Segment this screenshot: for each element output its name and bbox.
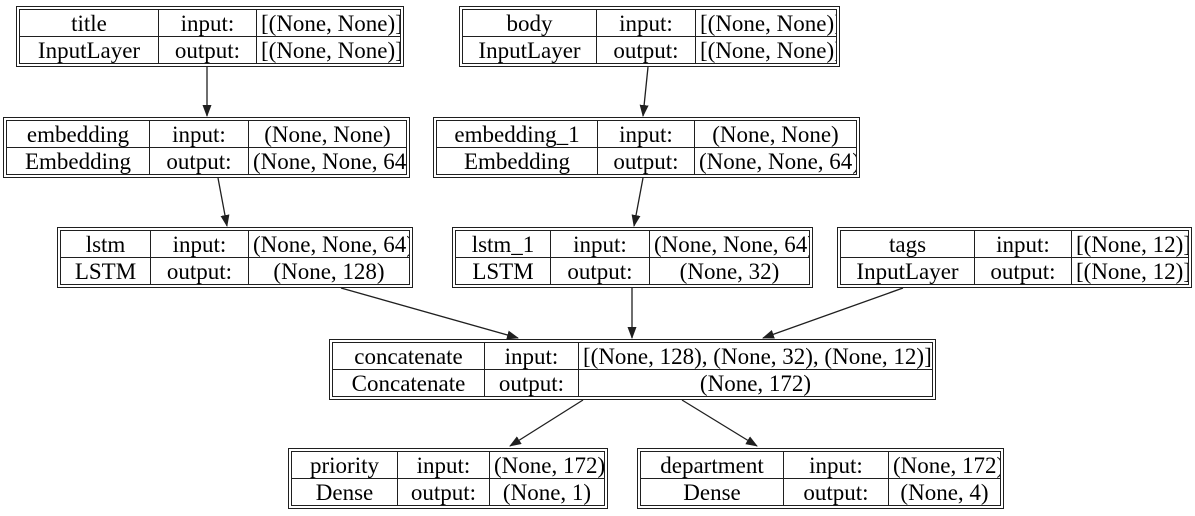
layer-record: tags input: [(None, 12)] InputLayer outp… [840,230,1189,285]
node-embedding_1: embedding_1 input: (None, None) Embeddin… [433,117,860,178]
layer-name: title [19,9,159,37]
output-shape: [(None, None)] [695,36,837,64]
layer-type: Embedding [436,147,598,175]
output-label: output: [783,478,889,506]
layer-record: lstm input: (None, None, 64) LSTM output… [60,230,410,285]
node-body: body input: [(None, None)] InputLayer ou… [459,6,840,67]
input-shape: (None, 172) [489,451,605,479]
layer-record: priority input: (None, 172) Dense output… [291,451,605,506]
edge-embedding_1-to-lstm_1 [631,177,644,227]
output-label: output: [974,257,1072,285]
layer-type: InputLayer [462,36,597,64]
input-shape: [(None, None)] [256,9,401,37]
output-shape: (None, None, 64) [248,147,407,175]
output-shape: (None, 1) [489,478,605,506]
input-shape: [(None, 12)] [1071,230,1189,258]
layer-type: Dense [640,478,784,506]
input-shape: (None, None) [248,120,407,148]
input-label: input: [596,9,696,37]
output-shape: [(None, 12)] [1071,257,1189,285]
input-label: input: [149,120,249,148]
node-tags: tags input: [(None, 12)] InputLayer outp… [837,227,1192,288]
input-label: input: [150,230,249,258]
layer-type: Concatenate [332,369,485,397]
output-label: output: [150,257,249,285]
edge-concatenate-to-priority [509,399,584,447]
layer-name: embedding [6,120,150,148]
node-lstm: lstm input: (None, None, 64) LSTM output… [57,227,413,288]
edge-concatenate-to-department [681,399,758,447]
input-label: input: [484,342,579,370]
edge-lstm-to-concatenate [340,287,519,340]
layer-type: LSTM [455,257,551,285]
layer-record: title input: [(None, None)] InputLayer o… [19,9,401,64]
layer-name: concatenate [332,342,485,370]
node-title: title input: [(None, None)] InputLayer o… [16,6,404,67]
node-department: department input: (None, 172) Dense outp… [637,448,1004,509]
layer-record: concatenate input: [(None, 128), (None, … [332,342,933,397]
node-lstm_1: lstm_1 input: (None, None, 64) LSTM outp… [452,227,813,288]
input-shape: (None, None) [694,120,857,148]
output-label: output: [550,257,650,285]
input-label: input: [597,120,695,148]
layer-name: embedding_1 [436,120,598,148]
input-shape: (None, None, 64) [248,230,410,258]
input-shape: [(None, None)] [695,9,837,37]
output-label: output: [597,147,695,175]
layer-type: Embedding [6,147,150,175]
input-shape: (None, 172) [888,451,1001,479]
output-shape: (None, 172) [578,369,933,397]
output-shape: [(None, None)] [256,36,401,64]
layer-name: tags [840,230,975,258]
layer-type: LSTM [60,257,151,285]
output-shape: (None, None, 64) [694,147,857,175]
layer-record: lstm_1 input: (None, None, 64) LSTM outp… [455,230,810,285]
layer-record: embedding input: (None, None) Embedding … [6,120,407,175]
output-shape: (None, 4) [888,478,1001,506]
layer-type: InputLayer [19,36,159,64]
output-label: output: [149,147,249,175]
input-shape: [(None, 128), (None, 32), (None, 12)] [578,342,933,370]
layer-type: InputLayer [840,257,975,285]
node-embedding: embedding input: (None, None) Embedding … [3,117,410,178]
node-priority: priority input: (None, 172) Dense output… [288,448,608,509]
output-label: output: [158,36,257,64]
layer-type: Dense [291,478,398,506]
input-label: input: [974,230,1072,258]
node-concatenate: concatenate input: [(None, 128), (None, … [329,339,936,400]
output-label: output: [484,369,579,397]
layer-record: embedding_1 input: (None, None) Embeddin… [436,120,857,175]
input-label: input: [550,230,650,258]
input-shape: (None, None, 64) [649,230,810,258]
edge-body-to-embedding_1 [639,66,649,117]
output-label: output: [397,478,490,506]
layer-record: body input: [(None, None)] InputLayer ou… [462,9,837,64]
layer-name: body [462,9,597,37]
layer-name: lstm [60,230,151,258]
input-label: input: [783,451,889,479]
layer-name: lstm_1 [455,230,551,258]
edge-tags-to-concatenate [762,287,904,339]
input-label: input: [397,451,490,479]
edge-embedding-to-lstm [217,177,230,227]
input-label: input: [158,9,257,37]
layer-record: department input: (None, 172) Dense outp… [640,451,1001,506]
layer-name: department [640,451,784,479]
output-label: output: [596,36,696,64]
output-shape: (None, 128) [248,257,410,285]
layer-name: priority [291,451,398,479]
output-shape: (None, 32) [649,257,810,285]
